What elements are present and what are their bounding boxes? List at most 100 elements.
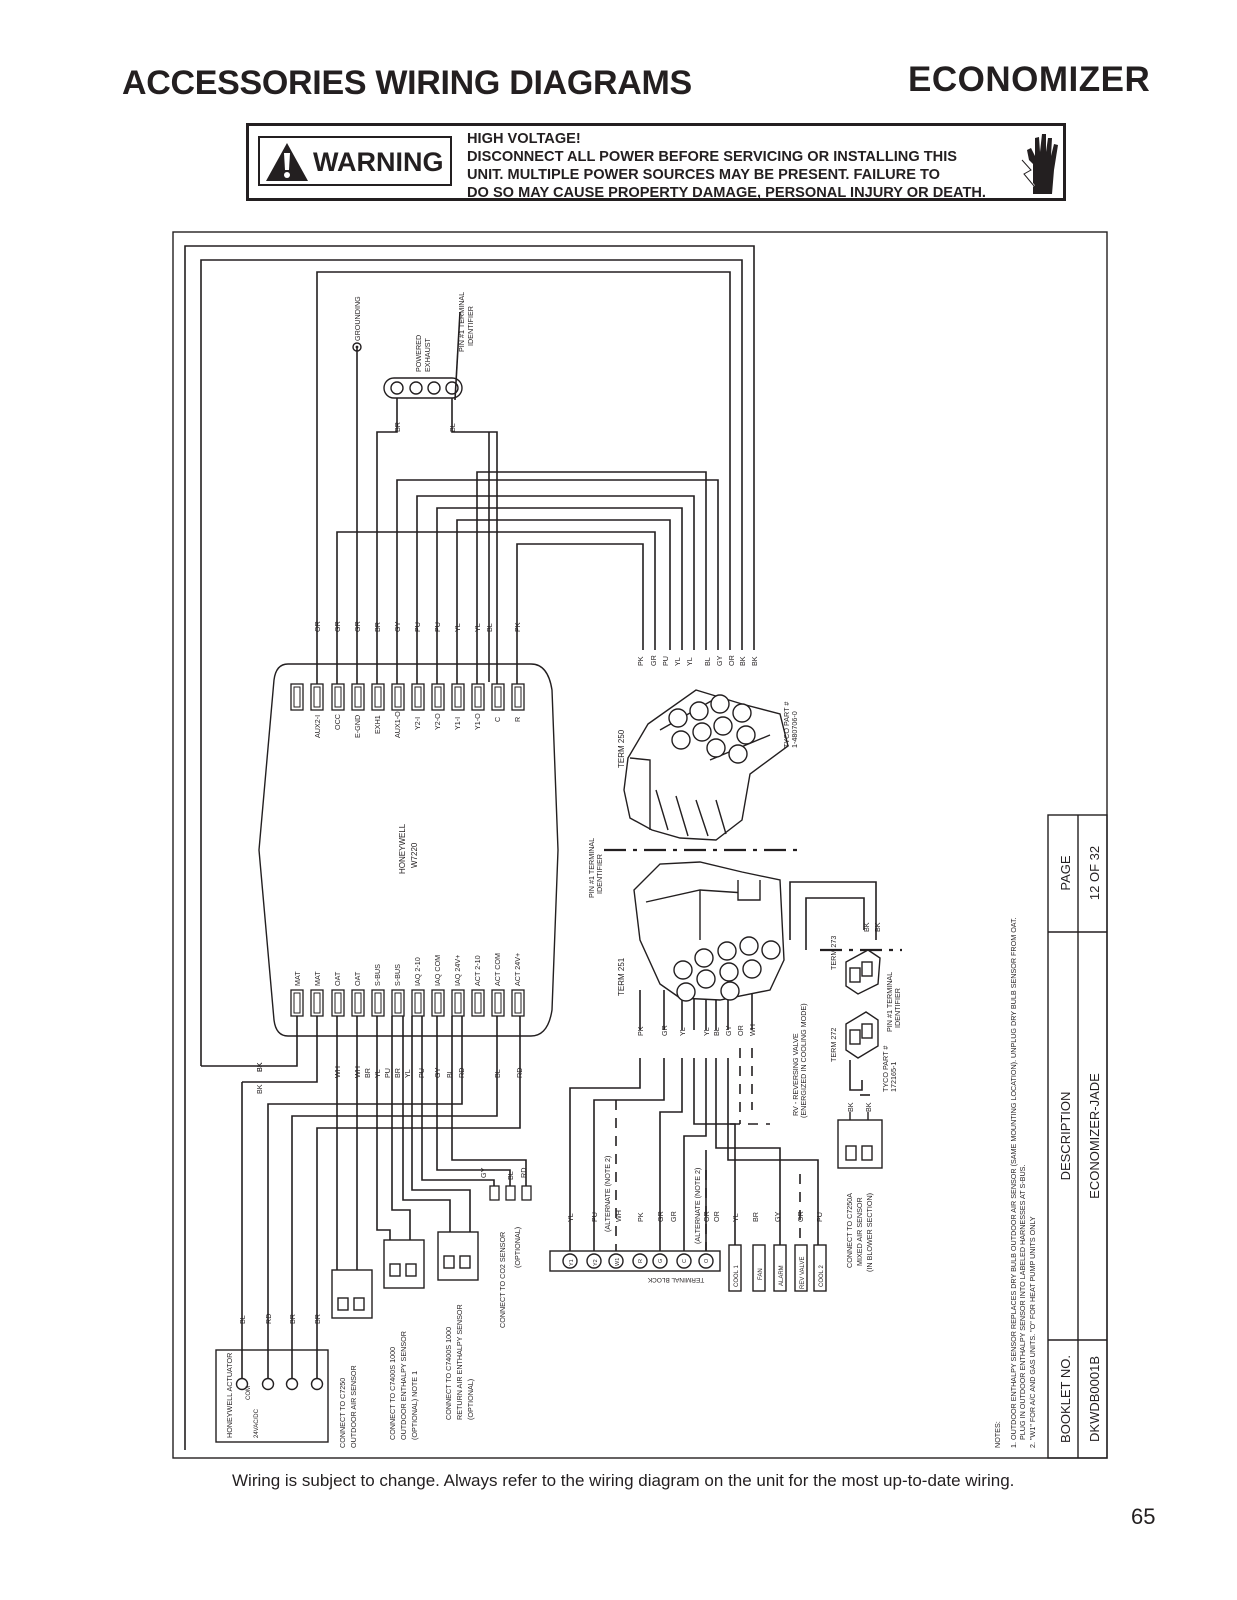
terminal-block-title: TERMINAL BLOCK [647,1276,704,1283]
wire-color-label: BK [862,922,871,932]
controller-outline [258,663,559,1037]
wire-color-label: BR [363,1068,372,1078]
wire-color-label: GR [660,1025,669,1036]
wire-color-label: RD [519,1168,528,1178]
wire-color-label: PU [661,656,670,666]
terminal-block-label: W1 [615,1258,621,1266]
wire-color-label: OR [712,1211,721,1222]
wire-color-label: YL [673,657,682,666]
warning-triangle-icon [266,143,308,181]
mixed-air-sensor-label: CONNECT TO C7250A [845,1193,854,1268]
mixed-air-sensor-label: (IN BLOWER SECTION) [865,1193,874,1272]
powered-exhaust-label: EXHAUST [423,337,432,372]
wire-color-label: BR [373,622,382,632]
wire-color-label: BK [255,1062,264,1072]
signal-label: COOL 1 [734,1265,740,1287]
page-title: ACCESSORIES WIRING DIAGRAMS [122,64,692,102]
terminal-block-label: C [682,1259,688,1263]
terminal-label: S-BUS [373,964,382,986]
wire-color-label: BK [738,656,747,666]
alternate-note: (ALTERNATE (NOTE 2) [603,1156,612,1232]
wire-color-label: YL [685,657,694,666]
tyco-right-label: TYCO PART # [881,1046,890,1092]
terminal-block-label: O [704,1258,710,1263]
page-label: PAGE [1058,855,1073,890]
wire-color-label: GR [656,1211,665,1222]
footer-note: Wiring is subject to change. Always refe… [232,1471,1015,1490]
tyco-right-label: 172165-1 [889,1062,898,1092]
alternate-note: (ALTERNATE (NOTE 2) [693,1168,702,1244]
wire-color-label: BK [255,1062,264,1072]
warning-line: UNIT. MULTIPLE POWER SOURCES MAY BE PRES… [467,167,940,183]
terminal-label: IAQ 24V+ [453,955,462,986]
wire-color-label: OR [702,1211,711,1222]
actuator-com-label: COM [246,1386,252,1400]
wire-color-label: BL [493,1069,502,1078]
grounding-label: GROUNDING [353,296,362,341]
wire-color-label: GY [773,1211,782,1222]
terminal-block-label: R [638,1259,644,1263]
wire-color-label: BL [238,1315,247,1324]
wire-color-label: RD [264,1314,273,1324]
sensor-receptacles [331,1231,479,1319]
honeywell-actuator [215,1349,329,1443]
wire-color-label: WH [353,1066,362,1078]
terminal-label: MAT [313,971,322,986]
pin1-right-label: IDENTIFIER [893,988,902,1028]
wire-color-label: RD [515,1068,524,1078]
wire-color-label: YL [373,1069,382,1078]
return-enthalpy-label: RETURN AIR ENTHALPY SENSOR [455,1304,464,1420]
rv-note: RV - REVERSING VALVE [791,1033,800,1116]
terminal-label: Y2-O [433,713,442,730]
pin1-right-label: PIN #1 TERMINAL [885,972,894,1032]
powered-exhaust-plug [383,377,463,399]
wire-color-label: WH [748,1024,757,1036]
term-250-label: TERM 250 [617,729,626,768]
booklet-number: DKWDB0001B [1087,1356,1102,1442]
wire-color-label: WH [333,1066,342,1078]
wire-color-label: PK [636,1026,645,1036]
note-line: 1. OUTDOOR ENTHALPY SENSOR REPLACES DRY … [1009,917,1018,1448]
wire-color-label: YL [453,623,462,632]
wire-color-label: GY [433,1067,442,1078]
wire-color-label: BR [393,422,402,432]
wire-color-label: PU [433,622,442,632]
section-title: ECONOMIZER [908,60,1151,99]
terminal-label: Y1-O [473,713,482,730]
wire-color-label: WH [614,1210,623,1222]
terminal-label: EXH1 [373,715,382,734]
terminal-label: IAQ COM [433,955,442,986]
terminal-label: ACT 24V+ [513,953,522,986]
signal-boxes [728,1244,827,1292]
description-value: ECONOMIZER-JADE [1087,1073,1102,1199]
note-line: PLUG IN OUTDOOR ENTHALPY SENSOR INTO LAB… [1018,1165,1027,1440]
co2-sensor-pins [489,1185,532,1201]
pin1-mid-label: PIN #1 TERMINAL [587,838,596,898]
wire-color-label: BR [393,1068,402,1078]
electric-shock-hand-icon [1021,134,1058,194]
booklet-label: BOOKLET NO. [1058,1355,1073,1443]
terminal-label: OAT [333,971,342,986]
controller-model: W7220 [410,842,419,868]
terminal-label: E-GND [353,715,362,738]
wire-color-label: PK [513,622,522,632]
terminal-block [549,1250,721,1272]
rv-note: (ENERGIZED IN COOLING MODE) [799,1003,808,1118]
terminal-label: ACT COM [493,953,502,986]
actuator-sub-label: 24VAC/DC [254,1408,260,1438]
warning-box: WARNING HIGH VOLTAGE! DISCONNECT ALL POW… [246,123,1066,201]
wire-color-label: GY [393,621,402,632]
warning-line: HIGH VOLTAGE! [467,131,581,147]
wire-color-label: PK [636,1212,645,1222]
signal-label: REV VALVE [800,1257,806,1289]
wire-color-label: GR [333,621,342,632]
dashed-wires [615,1048,801,1253]
page-number: 65 [1131,1504,1156,1529]
terminal-label: OAT [353,971,362,986]
pin1-top-label: PIN #1 TERMINAL [457,292,466,352]
outdoor-enthalpy-label: CONNECT TO C7400S 1000 [388,1347,397,1440]
co2-sensor-label: (OPTIONAL) [513,1227,522,1268]
terminal-label: AUX2-I [313,715,322,738]
wire-color-label: YL [473,623,482,632]
